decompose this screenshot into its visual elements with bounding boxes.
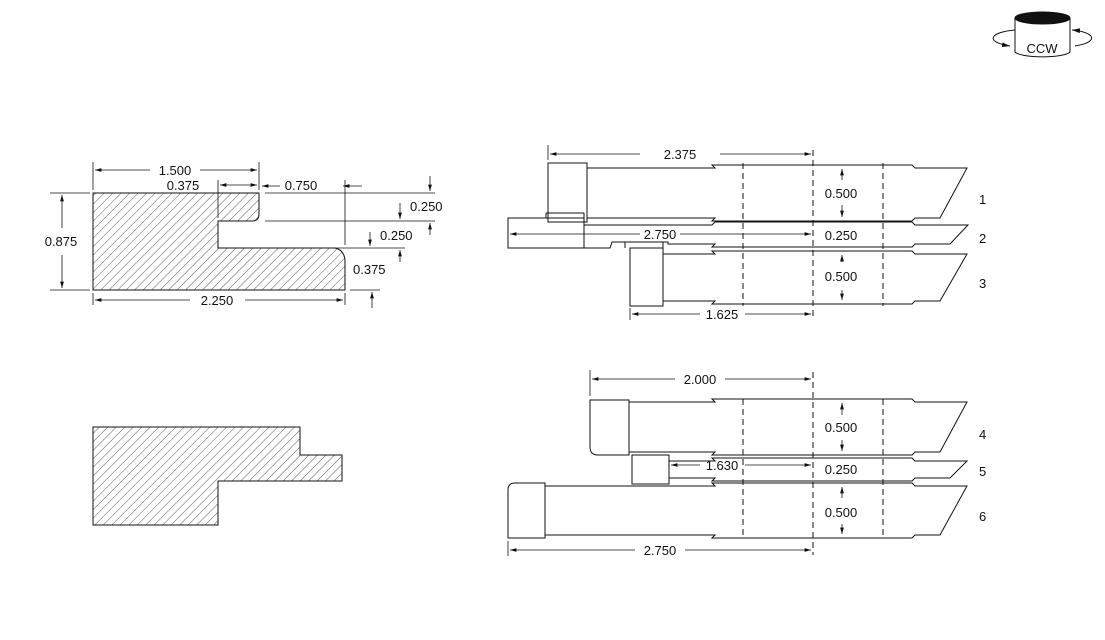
ccw-arrow-right-icon bbox=[1071, 28, 1092, 47]
tool-1-number: 1 bbox=[979, 192, 986, 207]
dim-length-top-b: 2.000 bbox=[684, 372, 717, 387]
dim-right-offset: 0.750 bbox=[285, 178, 318, 193]
tool-3-width: 0.500 bbox=[825, 269, 858, 284]
ccw-arrow-left-icon bbox=[992, 29, 1016, 48]
dim-step-top: 0.375 bbox=[167, 178, 200, 193]
tool-2-width: 0.250 bbox=[825, 228, 858, 243]
dim-slot-height: 0.250 bbox=[410, 199, 443, 214]
tool-set-bottom: 2.000 1.630 2.750 0.500 0.250 0.500 4 5 … bbox=[507, 370, 986, 558]
tool-2-number: 2 bbox=[979, 231, 986, 246]
dim-overall-bottom: 2.250 bbox=[201, 293, 234, 308]
dim-length-top: 2.375 bbox=[664, 147, 697, 162]
dim-length-mid-b: 1.630 bbox=[706, 458, 739, 473]
dim-mid-height: 0.250 bbox=[380, 228, 413, 243]
dim-length-bottom: 1.625 bbox=[706, 307, 739, 322]
rotation-label: CCW bbox=[1026, 41, 1058, 56]
tool-4-width: 0.500 bbox=[825, 420, 858, 435]
tool-3-number: 3 bbox=[979, 276, 986, 291]
tool-5-width: 0.250 bbox=[825, 462, 858, 477]
profile-top: 1.500 0.375 0.750 0.250 0.250 0.375 0.87… bbox=[45, 162, 443, 308]
dim-overall-top: 1.500 bbox=[159, 163, 192, 178]
tool-set-top: 2.375 2.750 1.625 0.500 0.250 0.500 1 2 … bbox=[507, 145, 986, 322]
tool-1-width: 0.500 bbox=[825, 186, 858, 201]
tool-4-number: 4 bbox=[979, 427, 986, 442]
rotation-badge: CCW bbox=[992, 11, 1092, 58]
dim-bottom-height: 0.375 bbox=[353, 262, 386, 277]
dim-length-bottom-b: 2.750 bbox=[644, 543, 677, 558]
dim-left-height: 0.875 bbox=[45, 234, 78, 249]
dim-length-mid: 2.750 bbox=[644, 227, 677, 242]
hatched-profile-shape-bottom bbox=[92, 426, 343, 526]
tool-5-number: 5 bbox=[979, 464, 986, 479]
profile-bottom bbox=[92, 426, 343, 526]
tool-6-number: 6 bbox=[979, 509, 986, 524]
tool-6-width: 0.500 bbox=[825, 505, 858, 520]
hatched-profile-shape bbox=[92, 192, 346, 291]
